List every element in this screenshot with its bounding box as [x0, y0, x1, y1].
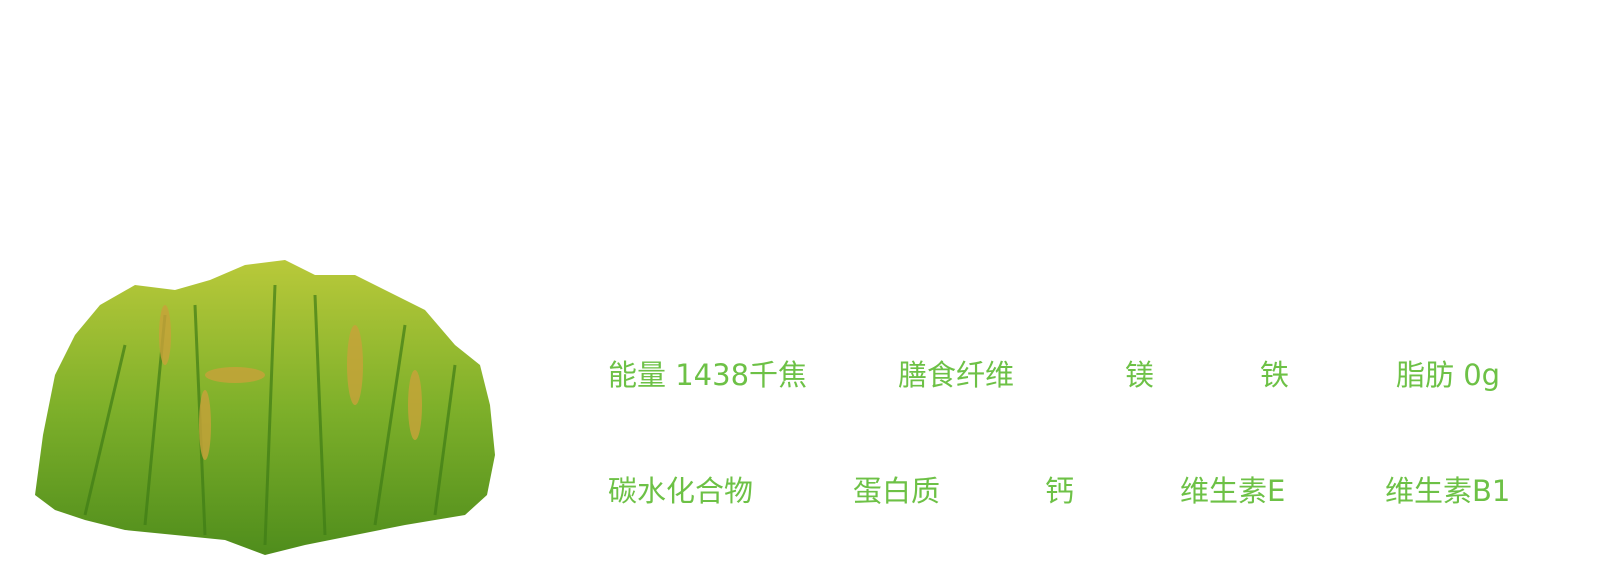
nutrient-magnesium: 镁: [1125, 358, 1155, 392]
nutrient-vitamin-b1: 维生素B1: [1385, 474, 1511, 508]
nutrient-carbohydrate: 碳水化合物: [608, 474, 754, 508]
nutrient-energy: 能量 1438千焦: [608, 358, 808, 392]
rice-field-image: [35, 260, 495, 555]
nutrient-dietary-fiber: 膳食纤维: [898, 358, 1015, 392]
nutrient-fat: 脂肪 0g: [1396, 358, 1501, 392]
nutrient-iron: 铁: [1260, 358, 1290, 392]
nutrient-calcium: 钙: [1045, 474, 1075, 508]
nutrient-protein: 蛋白质: [853, 474, 941, 508]
nutrient-vitamin-e: 维生素E: [1180, 474, 1286, 508]
